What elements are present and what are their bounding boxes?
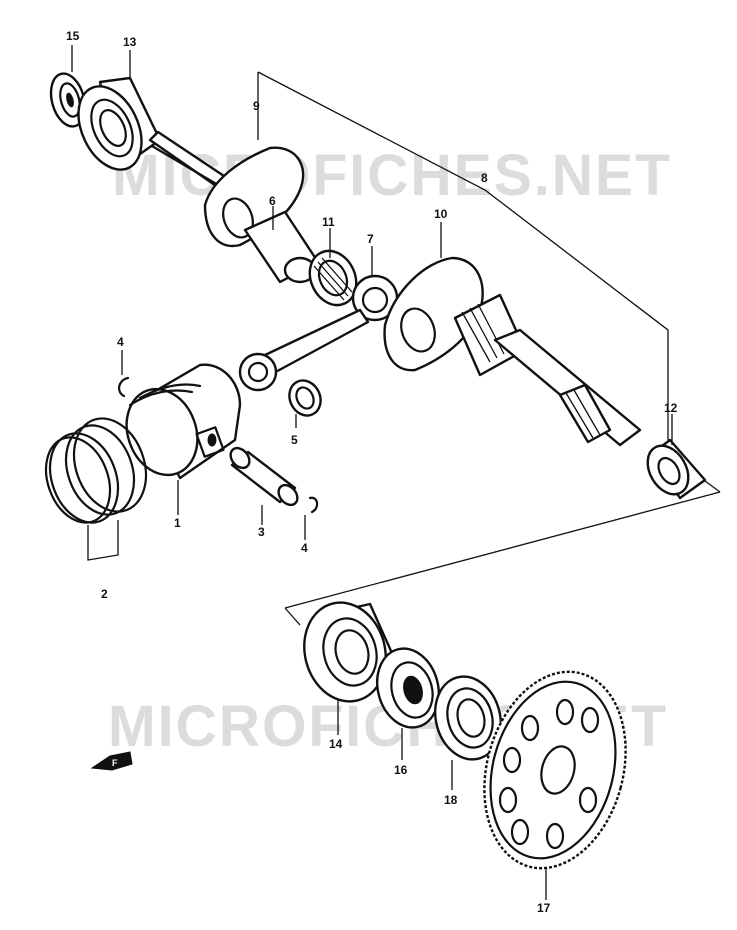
watermark-upper: MICROFICHES.NET: [112, 143, 672, 208]
piston-pin-3: [229, 446, 299, 507]
leader-lines: [71, 45, 673, 900]
direction-arrow-icon: F: [90, 751, 133, 771]
circlip-4-bottom: [308, 496, 319, 514]
crank-half-left: [148, 130, 320, 284]
part-label: 8: [481, 171, 488, 185]
circlip-4-top: [118, 376, 130, 398]
small-end-bearing-5: [288, 379, 322, 417]
part-label: 16: [394, 763, 408, 777]
crank-half-right: [383, 256, 642, 447]
part-label: 9: [253, 99, 260, 113]
oil-seal-18: [434, 675, 502, 761]
part-label: 3: [258, 525, 265, 539]
gear-17: [483, 670, 627, 870]
part-label: 11: [322, 215, 335, 229]
piston-1: [125, 363, 242, 480]
part-label: 13: [123, 35, 137, 49]
part-label: 12: [664, 401, 678, 415]
part-label: 6: [269, 194, 276, 208]
part-label: 17: [537, 901, 551, 915]
part-label: 1: [174, 516, 181, 530]
bearing-13: [77, 76, 162, 171]
part-label: 10: [434, 207, 448, 221]
connecting-rod-7: [238, 274, 399, 392]
part-label: 5: [291, 433, 298, 447]
bearing-12: [646, 438, 707, 500]
part-label: 2: [101, 587, 108, 601]
bearing-14: [303, 601, 397, 703]
direction-mark: F: [112, 758, 118, 768]
part-label: 4: [117, 335, 124, 349]
oil-seal-16: [376, 647, 440, 729]
part-label: 7: [367, 232, 374, 246]
needle-bearing-11: [308, 249, 358, 307]
piston-rings-2: [44, 417, 148, 561]
part-label: 18: [444, 793, 458, 807]
part-label: 15: [66, 29, 80, 43]
part-label: 14: [329, 737, 343, 751]
part-label: 4: [301, 541, 308, 555]
part-labels: 15 13 9 8 6 11 7 10 4 5 12 1 3 4 2 14 16…: [66, 29, 678, 915]
